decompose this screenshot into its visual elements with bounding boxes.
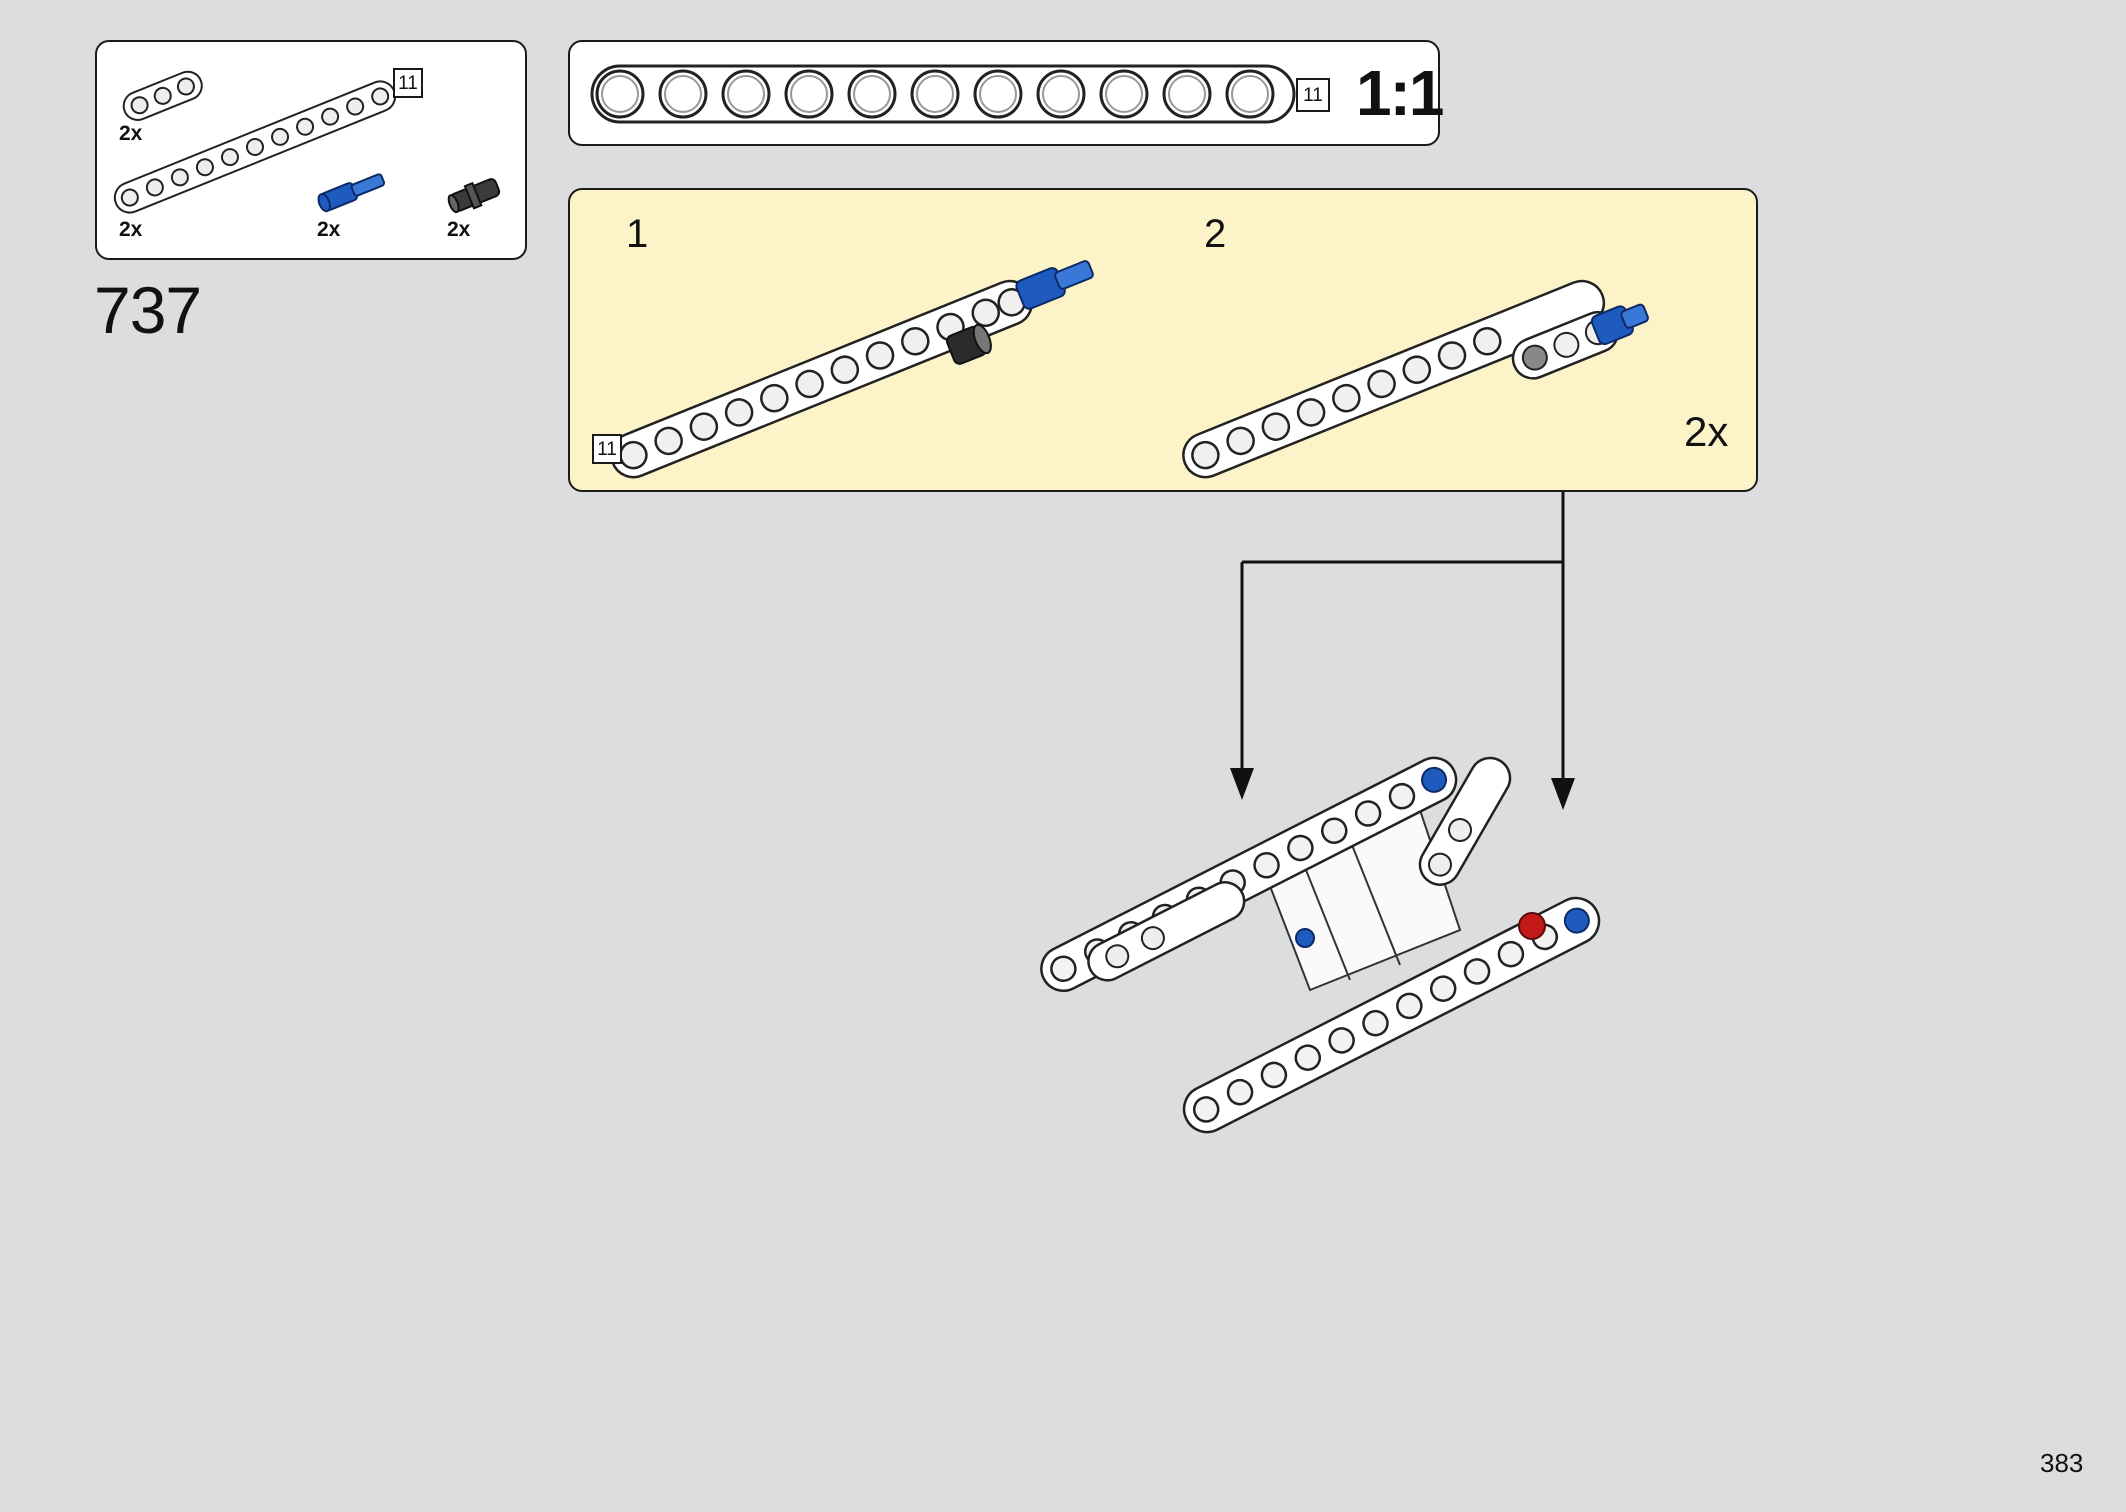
substep-1-label: 1 xyxy=(626,212,649,256)
parts-list-panel: 2x 11 2x 2x 2x xyxy=(95,40,527,260)
subassembly-multiplier: 2x xyxy=(1684,408,1729,455)
substep-2-label: 2 xyxy=(1204,212,1227,256)
beam-11-qty: 2x xyxy=(119,218,143,241)
blue-axle-pin-qty: 2x xyxy=(317,218,341,241)
black-friction-pin-icon xyxy=(447,178,501,214)
scale-reference-panel: 11 1:1 xyxy=(568,40,1444,146)
beam-length-label: 11 xyxy=(393,68,423,98)
subassembly-length-label: 11 xyxy=(592,434,622,464)
beam-3-icon xyxy=(122,70,203,121)
beam-3-qty: 2x xyxy=(119,122,143,145)
black-friction-pin-qty: 2x xyxy=(447,218,471,241)
substep-1-illustration xyxy=(610,260,1094,479)
scale-label: 1:1 xyxy=(1356,57,1444,129)
beam-11-icon xyxy=(113,80,397,214)
page-number: 383 xyxy=(2040,1448,2084,1478)
substep-2-illustration xyxy=(1182,279,1649,479)
subassembly-callout: 1 2 11 xyxy=(568,188,1758,492)
blue-axle-pin-icon xyxy=(317,173,386,213)
beam-11-scale-icon xyxy=(590,64,1296,124)
main-assembly-illustration xyxy=(1040,756,1601,1134)
scale-length-label: 11 xyxy=(1296,78,1330,112)
step-number: 737 xyxy=(94,273,202,347)
